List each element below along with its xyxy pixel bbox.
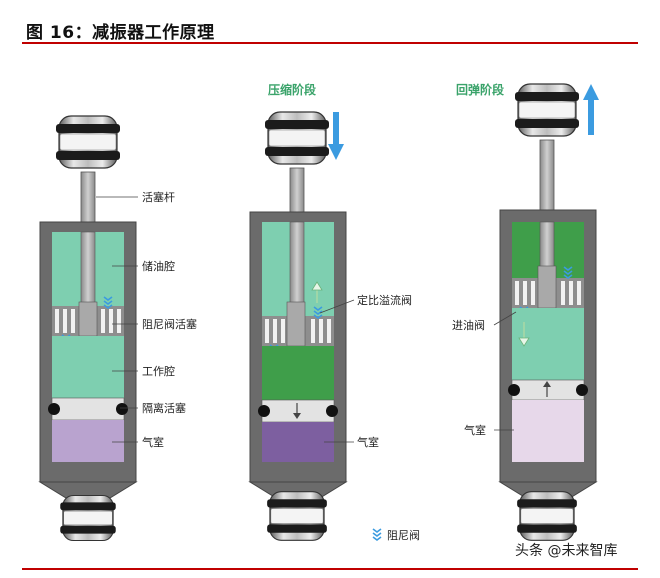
figure-title: 图 16：减振器工作原理 [26,23,215,43]
damping-valve-piston [262,301,334,347]
label-oil-storage-chamber: 储油腔 [142,259,175,273]
piston-rod [289,167,305,219]
label-working-chamber: 工作腔 [142,364,175,378]
label-relief-valve: 定比溢流阀 [357,293,412,307]
gas-chamber [512,400,584,462]
damping-valve-piston [52,301,124,337]
stage-title-rebound: 回弹阶段 [456,82,505,97]
top-mount-icon [56,115,120,169]
watermark: 头条 @未来智库 [515,543,618,559]
bottom-divider [22,568,638,570]
label-gas-chamber-right: 气室 [464,423,486,437]
stage-title-compression: 压缩阶段 [268,82,317,97]
up-flow-arrow-icon [311,281,323,303]
working-chamber [52,336,124,398]
down-arrow-icon [328,112,344,160]
gas-chamber [52,420,124,462]
label-gas-chamber-left: 气室 [142,435,164,449]
bottom-mount-icon [59,494,117,542]
top-mount-icon [265,111,329,165]
title-divider [22,42,638,44]
legend-damping-valve-icon [372,528,382,541]
top-mount-icon [515,83,579,137]
separation-piston [508,379,588,401]
gas-chamber [262,422,334,462]
bottom-mount-icon [266,491,328,541]
separation-piston [258,399,338,423]
label-separation-piston: 隔离活塞 [142,401,186,415]
label-intake-valve: 进油阀 [452,318,485,332]
shock-absorber-compression: 压缩阶段 [248,82,420,542]
damping-valve-piston [512,265,584,309]
label-damping-valve-piston: 阻尼阀活塞 [142,317,197,331]
separation-piston [48,397,128,421]
piston-rod [539,139,555,217]
label-piston-rod: 活塞杆 [142,190,175,204]
down-flow-arrow-icon [518,322,530,347]
shock-absorber-rebound: 回弹阶段 [452,82,599,541]
shock-absorber-rest: 活塞杆 储油腔 阻尼阀活塞 工作腔 隔离活塞 气室 [38,115,197,542]
working-chamber [262,346,334,400]
bottom-mount-icon [516,491,578,541]
legend-damping-valve-label: 阻尼阀 [387,528,420,542]
label-gas-chamber-mid: 气室 [357,435,379,449]
up-arrow-icon [583,84,599,135]
